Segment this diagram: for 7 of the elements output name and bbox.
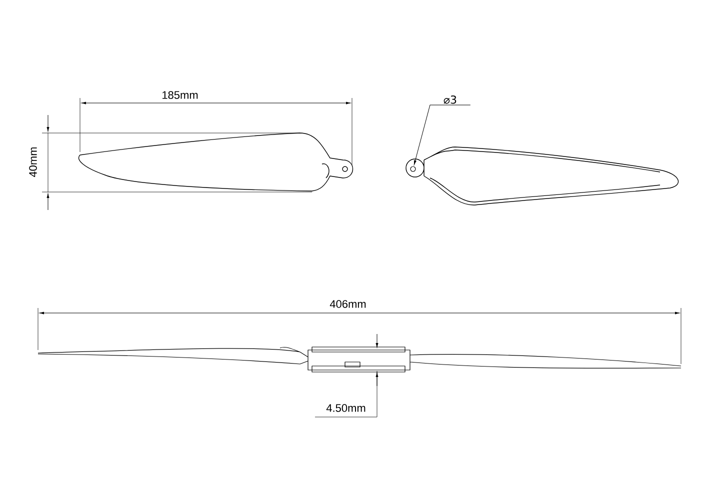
dimension-label: 185mm <box>162 91 198 99</box>
dimension-label: 406mm <box>330 300 366 308</box>
dimension-label: 40mm <box>29 147 37 178</box>
mounting-hole <box>410 166 416 172</box>
leader-line <box>414 104 471 165</box>
dimension-label: 4.50mm <box>326 404 366 412</box>
dimension-label: ⌀3 <box>444 95 456 104</box>
